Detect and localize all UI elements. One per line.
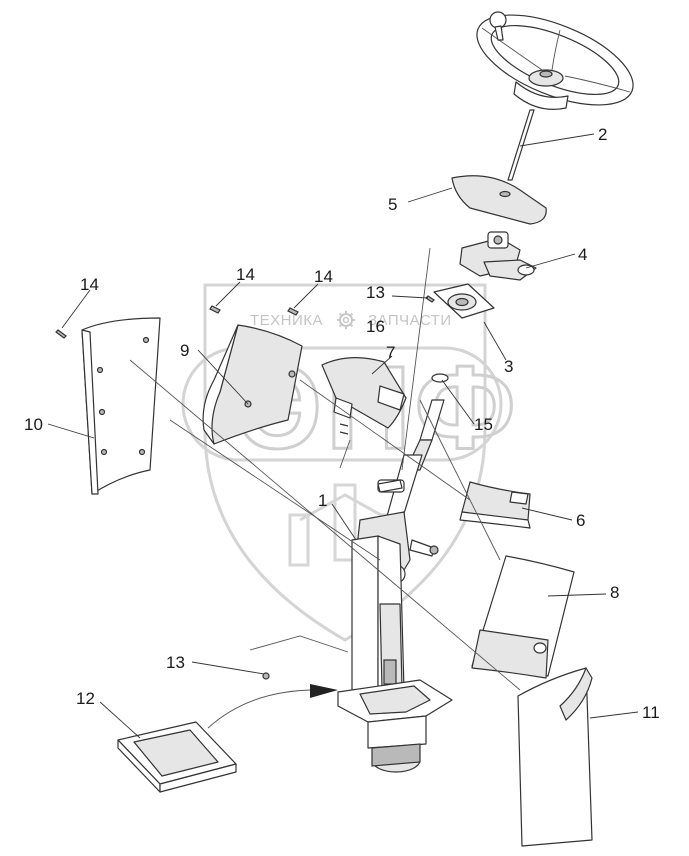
callout-3: 3: [504, 357, 513, 376]
callout-4: 4: [578, 245, 587, 264]
callout-13-bottom: 13: [166, 653, 185, 672]
callout-9: 9: [180, 341, 189, 360]
callout-15: 15: [474, 415, 493, 434]
switch-block: [459, 231, 537, 281]
callout-2: 2: [598, 125, 607, 144]
watermark-brand-right: ЗАПЧАСТИ: [368, 312, 452, 329]
watermark-band: [181, 346, 503, 462]
callout-8: 8: [610, 583, 619, 602]
column-flange: [431, 283, 495, 383]
callouts: 2 5 4 14 14 14 13 16 3 9 7 10 15 1 6 8 1…: [24, 125, 660, 722]
steering-shaft: [507, 109, 535, 181]
callout-14-right: 14: [314, 267, 333, 286]
assembly-guides: [129, 247, 521, 729]
callout-7: 7: [386, 343, 395, 362]
washer: [431, 373, 449, 383]
upper-cover: [451, 175, 547, 225]
callout-12: 12: [76, 689, 95, 708]
arrow-to-base: [310, 684, 338, 698]
upper-cover-hole: [499, 190, 511, 198]
callout-14-left: 14: [80, 275, 99, 294]
callout-11: 11: [642, 703, 660, 722]
lower-trim-6: [459, 481, 531, 529]
callout-5: 5: [388, 195, 397, 214]
column-cover-half-7: [321, 357, 407, 429]
callout-16: 16: [366, 317, 385, 336]
steering-wheel: [476, 11, 634, 110]
column-cover-half-9: [202, 324, 303, 445]
floor-boot-12: [117, 721, 237, 793]
front-cover-11: [517, 667, 593, 847]
watermark-brand-left: ТЕХНИКА: [250, 312, 323, 329]
steering-column: [337, 399, 453, 773]
callout-1: 1: [318, 491, 327, 510]
fasteners: [55, 295, 435, 680]
gear-icon: [337, 311, 355, 329]
callout-14-mid: 14: [236, 265, 255, 284]
callout-13-top: 13: [366, 283, 385, 302]
lower-cover-8: [471, 555, 575, 679]
callout-6: 6: [576, 511, 585, 530]
small-bracket: [377, 479, 403, 493]
callout-10: 10: [24, 415, 43, 434]
leader-lines: [47, 133, 639, 739]
side-panel-left: [81, 317, 161, 495]
